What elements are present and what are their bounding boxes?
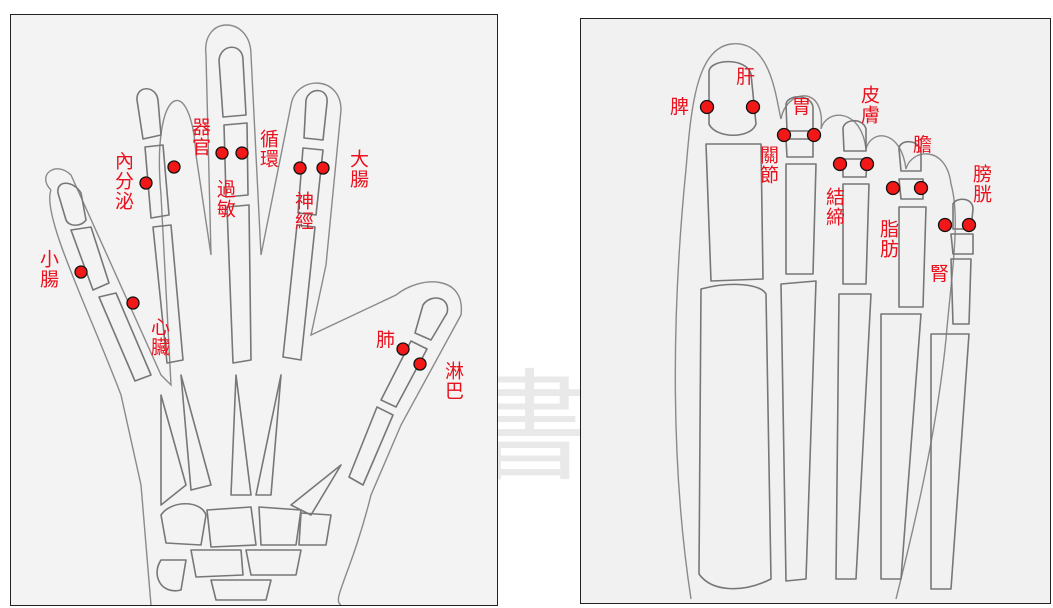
marker-pifu-2 — [861, 158, 874, 171]
marker-guomin-2 — [236, 147, 248, 159]
marker-shen-1 — [939, 219, 952, 232]
hand-sketch — [11, 15, 497, 605]
marker-guomin-1 — [216, 147, 228, 159]
foot-sketch — [581, 19, 1050, 603]
marker-xinzang — [127, 297, 139, 309]
label-xunhuan: 循環 — [257, 129, 278, 169]
marker-shenjing-2 — [317, 162, 329, 174]
marker-xiaochang — [75, 266, 87, 278]
label-dan: 膽 — [913, 135, 932, 156]
marker-shenjing-1 — [294, 162, 306, 174]
label-zhifang: 脂肪 — [877, 219, 898, 259]
marker-pifu-1 — [834, 158, 847, 171]
label-dachang: 大腸 — [347, 149, 368, 189]
marker-wei-2 — [808, 129, 821, 142]
label-shenjing: 神經 — [292, 191, 313, 231]
marker-neifenmi-2 — [168, 161, 180, 173]
label-pifu: 皮膚 — [858, 85, 879, 125]
label-linba: 淋巴 — [442, 361, 463, 401]
hand-panel: 小腸 內分泌 心臟 器官 過敏 循環 神經 大腸 肺 淋巴 — [10, 14, 498, 606]
marker-shen-2 — [963, 219, 976, 232]
marker-pi — [701, 101, 714, 114]
marker-neifenmi-1 — [140, 177, 152, 189]
marker-gan — [747, 101, 760, 114]
label-jiedi: 結締 — [823, 187, 844, 227]
marker-dan-1 — [887, 182, 900, 195]
label-qiguan: 器官 — [189, 117, 210, 157]
label-xiaochang: 小腸 — [37, 249, 58, 289]
label-xinzang: 心臟 — [148, 317, 169, 357]
label-pi: 脾 — [670, 97, 689, 118]
label-pangguang: 膀胱 — [970, 164, 991, 204]
label-fei: 肺 — [376, 330, 395, 351]
marker-dan-2 — [915, 182, 928, 195]
label-guanjie: 關節 — [757, 145, 778, 185]
label-shen: 腎 — [930, 264, 949, 285]
marker-wei-1 — [778, 129, 791, 142]
marker-fei — [397, 343, 409, 355]
label-neifenmi: 內分泌 — [112, 151, 133, 211]
label-guomin: 過敏 — [214, 179, 235, 219]
foot-panel: 脾 肝 胃 關節 皮膚 結締 膽 脂肪 膀胱 腎 — [580, 18, 1051, 604]
hand-outline — [46, 25, 462, 605]
label-gan: 肝 — [736, 67, 755, 88]
label-wei: 胃 — [792, 97, 811, 118]
marker-linba — [414, 358, 426, 370]
